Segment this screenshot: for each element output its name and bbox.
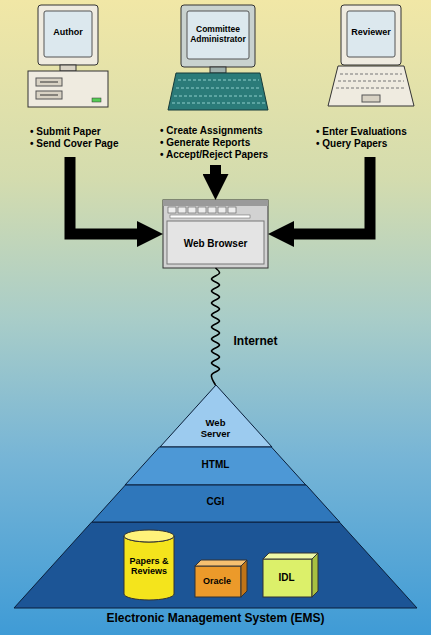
- node-label: Committee Administrator: [187, 25, 249, 45]
- node-label: HTML: [125, 459, 306, 471]
- key-row: [172, 103, 265, 104]
- monitor-case: [38, 5, 98, 65]
- box-front: [195, 566, 241, 597]
- pyramid-tier: HTML: [125, 447, 306, 485]
- toolbar-icon: [218, 207, 226, 213]
- reviewer-laptop: [328, 5, 414, 106]
- title-bar: [163, 200, 268, 206]
- node-label: Electronic Management System (EMS): [10, 612, 421, 626]
- flow-arrow: [282, 157, 370, 234]
- toolbar-icon: [198, 207, 206, 213]
- software-box: IDL: [263, 553, 318, 597]
- drive-slot: [40, 95, 58, 96]
- node-label: • Send Cover Page: [30, 138, 119, 150]
- power-light: [92, 98, 101, 102]
- key-row: [338, 81, 404, 82]
- computer-node: Reviewer • Enter Evaluations• Query Paper…: [315, 5, 425, 157]
- box-front: [263, 559, 312, 597]
- database-cylinder: Papers & Reviews: [123, 530, 175, 600]
- pyramid-tier: CGI: [92, 485, 340, 522]
- network-link: [211, 268, 219, 385]
- monitor-neck: [60, 65, 76, 71]
- tier-shape: [125, 447, 306, 485]
- drive-slot: [40, 82, 58, 83]
- tier-shape: [160, 385, 272, 447]
- cylinder-body: [124, 536, 174, 600]
- monitor-neck: [210, 67, 226, 73]
- window-frame: [163, 200, 268, 268]
- browser-window: [163, 200, 268, 268]
- toolbar-icon: [168, 207, 176, 213]
- toolbar-icon: [188, 207, 196, 213]
- author-computer: [28, 5, 108, 107]
- node-label: • Generate Reports: [160, 137, 250, 149]
- node-label: IDL: [263, 572, 310, 584]
- node-label: Oracle: [195, 576, 239, 586]
- node-label: CGI: [92, 496, 340, 508]
- box-side: [241, 560, 247, 597]
- key-row: [178, 80, 259, 81]
- software-box: Oracle: [195, 560, 247, 597]
- flow-arrow: [70, 157, 149, 234]
- node-label: Web Server: [196, 418, 236, 440]
- edge-label: Internet: [234, 335, 278, 349]
- computer-node: Author • Submit Paper• Send Cover Page: [20, 5, 120, 157]
- laptop-base: [328, 66, 414, 106]
- monitor-screen: [44, 11, 92, 57]
- key-row: [176, 88, 261, 89]
- pyramid-base-tier: [14, 522, 417, 608]
- box-side: [312, 553, 318, 597]
- toolbar-icon: [208, 207, 216, 213]
- monitor-screen: [187, 11, 249, 59]
- key-row: [174, 96, 263, 97]
- box-top: [263, 553, 318, 559]
- node-label: • Query Papers: [316, 138, 387, 150]
- monitor-case: [181, 5, 255, 67]
- address-bar: [170, 215, 250, 218]
- toolbar-icon: [178, 207, 186, 213]
- pyramid-tier: Web Server: [160, 385, 272, 447]
- node-label: Reviewer: [347, 27, 395, 37]
- tier-shape: [92, 485, 340, 522]
- node-label: Web Browser: [163, 238, 268, 250]
- node-label: • Create Assignments: [160, 125, 263, 137]
- box-top: [195, 560, 247, 566]
- laptop-screen: [347, 11, 395, 57]
- drive-bay: [36, 78, 62, 86]
- browser-node: Web Browser: [163, 200, 268, 268]
- touchpad: [362, 95, 380, 102]
- key-row: [336, 88, 406, 89]
- drive-bay: [36, 91, 62, 99]
- key-row: [340, 74, 402, 75]
- flow-arrow: [210, 165, 221, 186]
- system-pyramid: Electronic Management System (EMS) Web Se…: [10, 385, 421, 630]
- node-label: • Submit Paper: [30, 126, 101, 138]
- cpu-case: [28, 71, 108, 107]
- admin-terminal: [168, 5, 268, 110]
- node-label: • Enter Evaluations: [316, 126, 407, 138]
- node-label: Author: [44, 27, 92, 37]
- laptop-lid: [341, 5, 401, 65]
- node-label: • Accept/Reject Papers: [160, 149, 268, 161]
- terminal-keyboard: [168, 73, 268, 110]
- toolbar-icon: [228, 207, 236, 213]
- cylinder-top: [124, 530, 174, 542]
- node-label: Papers & Reviews: [123, 556, 175, 577]
- computer-node: Committee Administrator • Create Assignme…: [157, 5, 292, 165]
